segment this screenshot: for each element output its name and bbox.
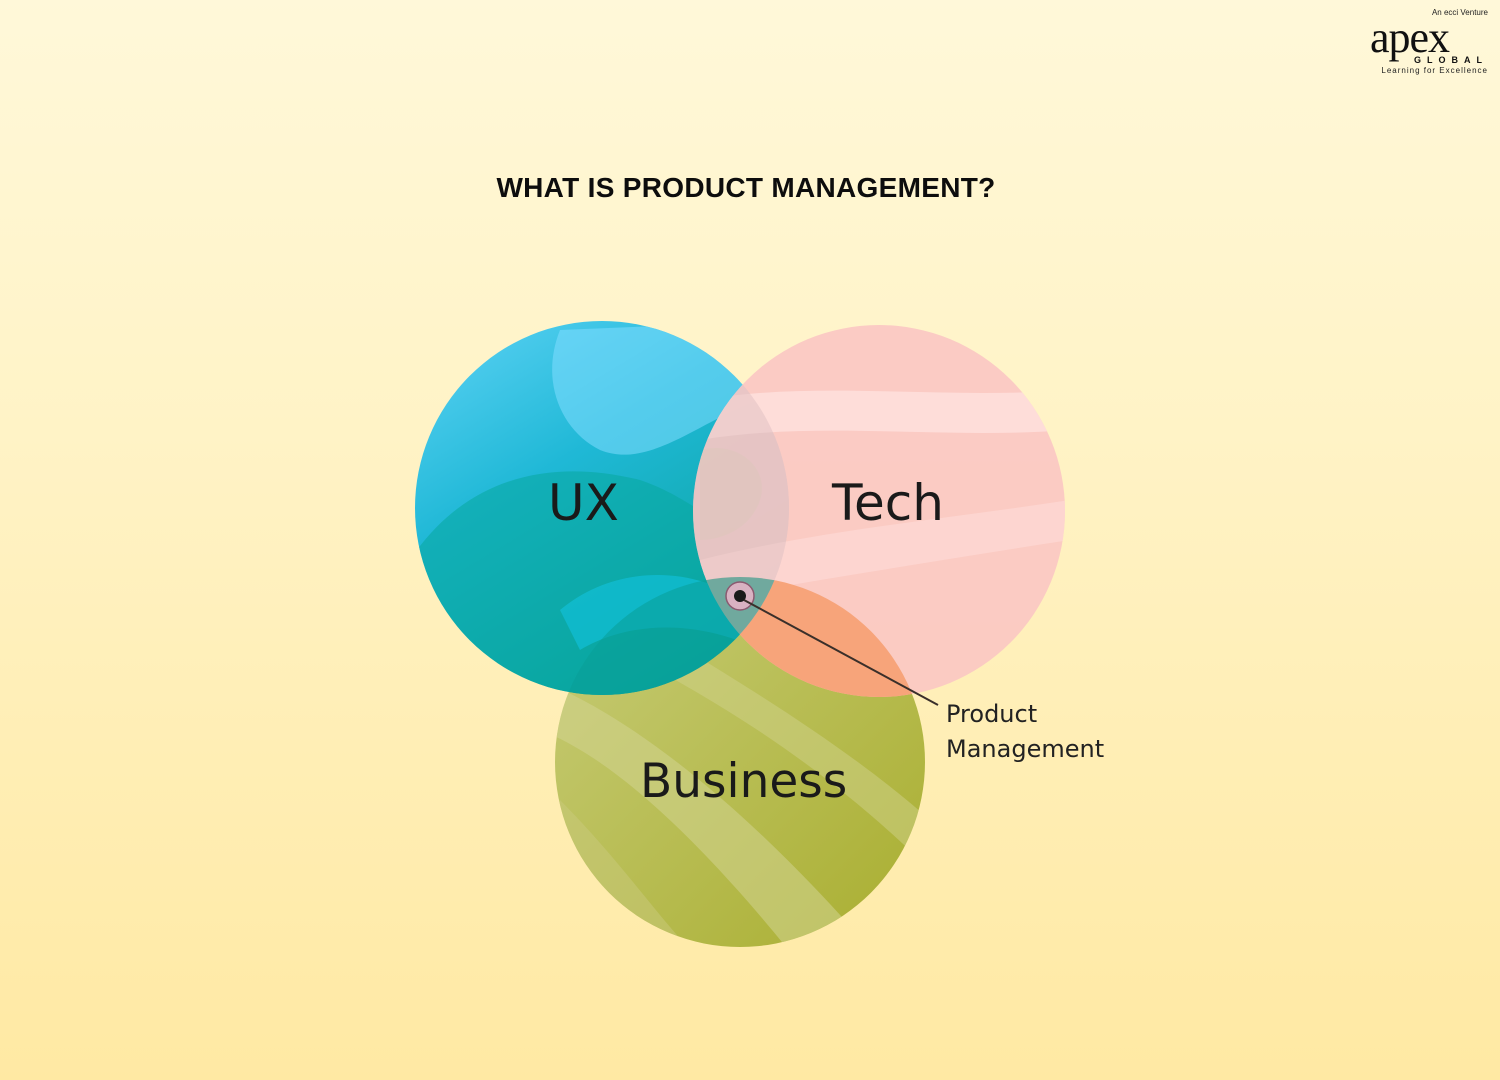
- business-label: Business: [640, 754, 848, 809]
- tech-business-overlap: [693, 577, 925, 697]
- product-management-label: Product Management: [946, 697, 1104, 767]
- logo-motto: Learning for Excellence: [1381, 66, 1488, 75]
- intersection-marker: [725, 581, 939, 706]
- product-management-line2: Management: [946, 735, 1105, 763]
- apex-global-logo: An ecci Venture apex GLOBAL Learning for…: [1368, 8, 1490, 76]
- page-title: WHAT IS PRODUCT MANAGEMENT?: [496, 172, 996, 203]
- logo-tagline: An ecci Venture: [1431, 8, 1488, 17]
- product-management-line1: Product: [946, 700, 1038, 728]
- logo-wordmark: apex: [1370, 13, 1450, 62]
- ux-label: UX: [548, 474, 619, 532]
- tech-label: Tech: [832, 474, 944, 532]
- logo-subtitle: GLOBAL: [1414, 55, 1488, 65]
- ux-business-overlap: [555, 577, 789, 695]
